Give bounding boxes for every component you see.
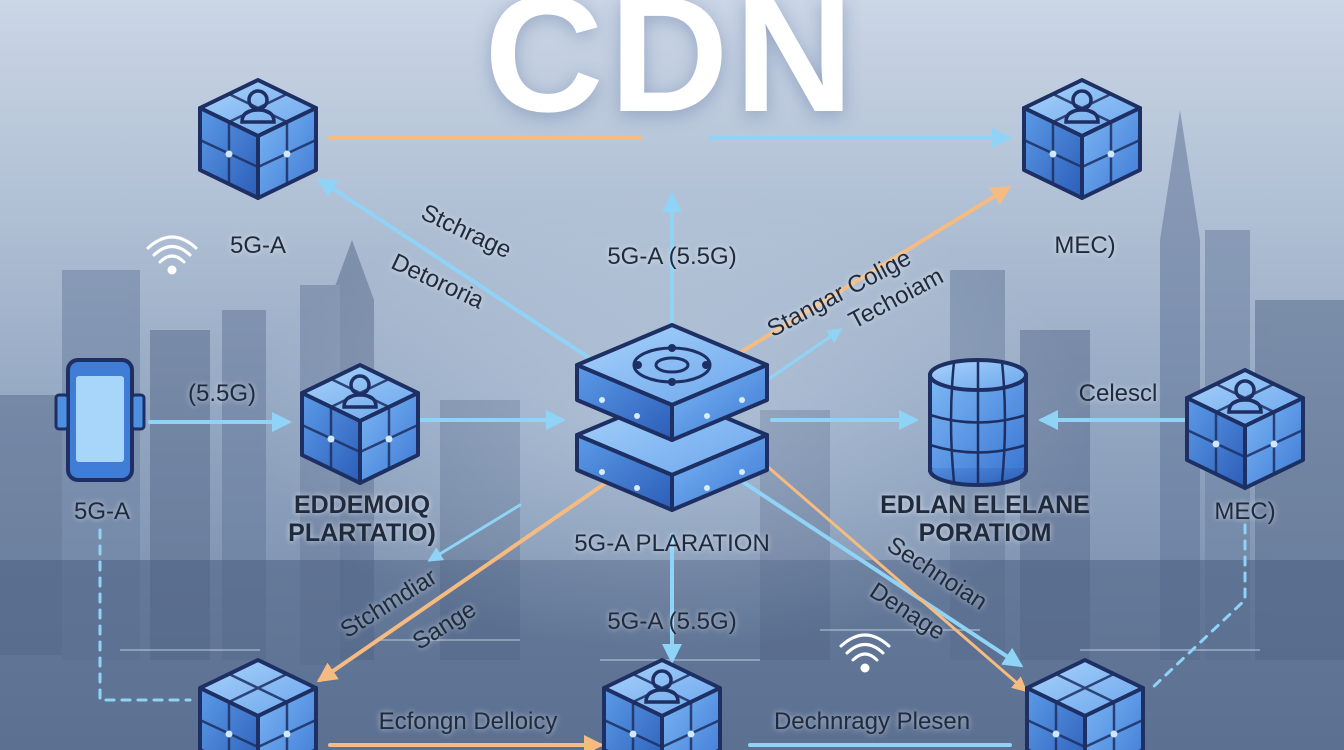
edge-label-bottom-left: Ecfongn Delloicy bbox=[378, 708, 558, 735]
diag-upper-left bbox=[316, 177, 602, 367]
diag-lower-left-orange bbox=[316, 478, 612, 683]
edge-label-phone-arrow: (5.5G) bbox=[187, 380, 257, 407]
mec-dashed-link bbox=[1148, 523, 1247, 692]
node-cube-far-right bbox=[1185, 368, 1305, 490]
node-label-right-mid-line2: PORATIOM bbox=[918, 519, 1052, 547]
node-label-left-mid-line1: EDDEMOIQ bbox=[293, 491, 431, 519]
wifi-icon bbox=[839, 633, 891, 673]
wifi-icon bbox=[146, 235, 198, 275]
diag-lower-left-blue bbox=[427, 503, 522, 562]
database-globe-icon bbox=[928, 358, 1028, 487]
page-title: CDN bbox=[484, 0, 860, 146]
edge-label-right-arrow: Celescl bbox=[1078, 380, 1158, 407]
edge-label-bottom-center: 5G-A (5.5G) bbox=[607, 608, 737, 635]
node-label-far-right: MEC) bbox=[1214, 498, 1276, 525]
platform-server-icon bbox=[575, 323, 769, 512]
node-label-top-right: MEC) bbox=[1054, 232, 1116, 259]
node-label-left-mid-line2: PLARTATIO) bbox=[288, 519, 436, 547]
phone-dashed-link bbox=[98, 528, 192, 702]
node-label-top-left: 5G-A bbox=[229, 232, 287, 259]
diag-upper-right-blue bbox=[758, 328, 843, 387]
diag-upper-right-orange bbox=[718, 185, 1012, 367]
node-label-right-mid-line1: EDLAN ELELANE bbox=[880, 491, 1090, 519]
diag-lower-right-blue bbox=[738, 478, 1024, 668]
node-label-center: 5G-A PLARATION bbox=[574, 530, 770, 557]
smartphone-icon bbox=[54, 358, 146, 482]
connectors bbox=[98, 128, 1247, 750]
edge-label-top-center: 5G-A (5.5G) bbox=[607, 243, 737, 270]
node-label-phone: 5G-A bbox=[73, 498, 131, 525]
diag-lower-right-orange bbox=[758, 458, 1028, 692]
edge-label-bottom-right: Dechnragy Plesen bbox=[773, 708, 971, 735]
node-cube-left-mid bbox=[300, 363, 420, 485]
